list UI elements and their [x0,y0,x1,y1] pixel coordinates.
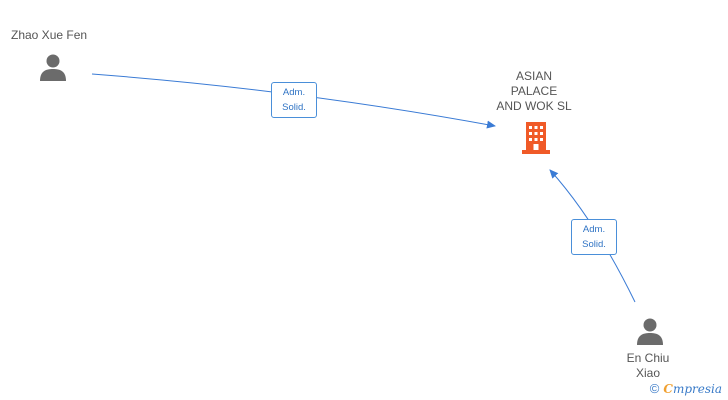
person-name-line-1: En Chiu [626,351,670,365]
company-name-line-2: PALACE [510,84,558,98]
company-name-line-3: AND WOK SL [496,99,572,113]
person-name-line-2: Xiao [635,366,661,380]
company-name[interactable]: ASIAN PALACE AND WOK SL [474,69,594,114]
brand-first-letter: C [663,381,673,396]
company-name-line-1: ASIAN [515,69,552,83]
relation-label-en[interactable]: Adm. Solid. [571,219,617,255]
relation-label-line: Solid. [282,102,306,113]
copyright-icon: © [649,381,660,396]
person-name-zhao[interactable]: Zhao Xue Fen [11,28,88,42]
relation-label-line: Adm. [582,224,606,235]
brand-rest: mpresia [672,381,722,396]
footer-branding: © Cmpresia [650,381,722,396]
person-icon[interactable] [635,316,665,346]
person-icon[interactable] [38,52,68,82]
person-name-en[interactable]: En Chiu Xiao [616,351,680,381]
building-icon[interactable] [520,120,552,156]
relation-label-line: Solid. [582,239,606,250]
brand-logo: Cmpresia [663,382,722,396]
relation-label-line: Adm. [282,87,306,98]
relation-label-zhao[interactable]: Adm. Solid. [271,82,317,118]
